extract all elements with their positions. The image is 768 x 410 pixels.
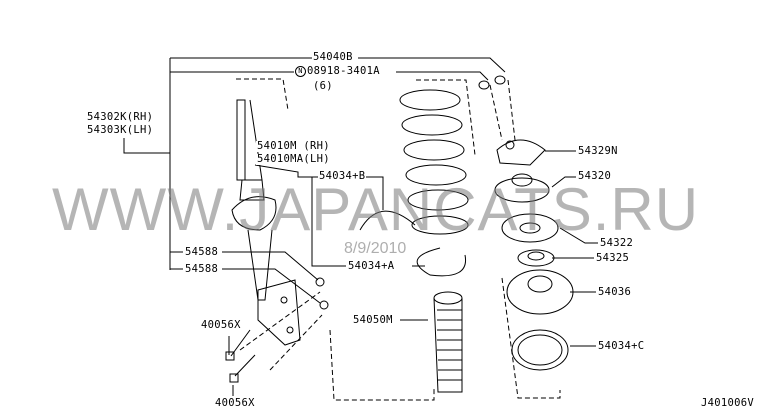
part-label-54302k[interactable]: 54302K(RH) [86,111,155,123]
part-label-54050m[interactable]: 54050M [352,314,394,326]
part-label-40056x-lower[interactable]: 40056X [214,397,256,409]
coil-spring [359,89,469,277]
part-label-54010m[interactable]: 54010M (RH) [256,140,331,152]
part-label-54040b[interactable]: 54040B [312,51,354,63]
part-label-54325[interactable]: 54325 [595,252,631,264]
bump-boot [433,291,463,393]
part-label-54329n[interactable]: 54329N [577,145,619,157]
date-stamp: 8/9/2010 [344,240,407,257]
quantity-label: (6) [312,80,334,92]
diagram-code: J401006V [700,397,755,409]
part-label-54588-upper[interactable]: 54588 [184,246,220,258]
part-label-54034-c[interactable]: 54034+C [597,340,646,352]
part-label-54322[interactable]: 54322 [599,237,635,249]
part-label-54588-lower[interactable]: 54588 [184,263,220,275]
n-marker-icon: N [295,66,306,77]
part-label-54034-a[interactable]: 54034+A [347,260,396,272]
part-label-54303k[interactable]: 54303K(LH) [86,124,155,136]
part-label-54034-b[interactable]: 54034+B [318,170,367,182]
part-label-54320[interactable]: 54320 [577,170,613,182]
strut-assembly [225,99,329,383]
leader-lines [123,57,598,396]
watermark: WWW.JAPANCATS.RU [52,176,700,243]
part-label-54036[interactable]: 54036 [597,286,633,298]
part-number: 08918-3401A [307,65,380,77]
mount-parts [478,75,574,371]
dashed-guides [236,78,561,401]
part-label-40056x-upper[interactable]: 40056X [200,319,242,331]
part-label-54010ma[interactable]: 54010MA(LH) [256,153,331,165]
